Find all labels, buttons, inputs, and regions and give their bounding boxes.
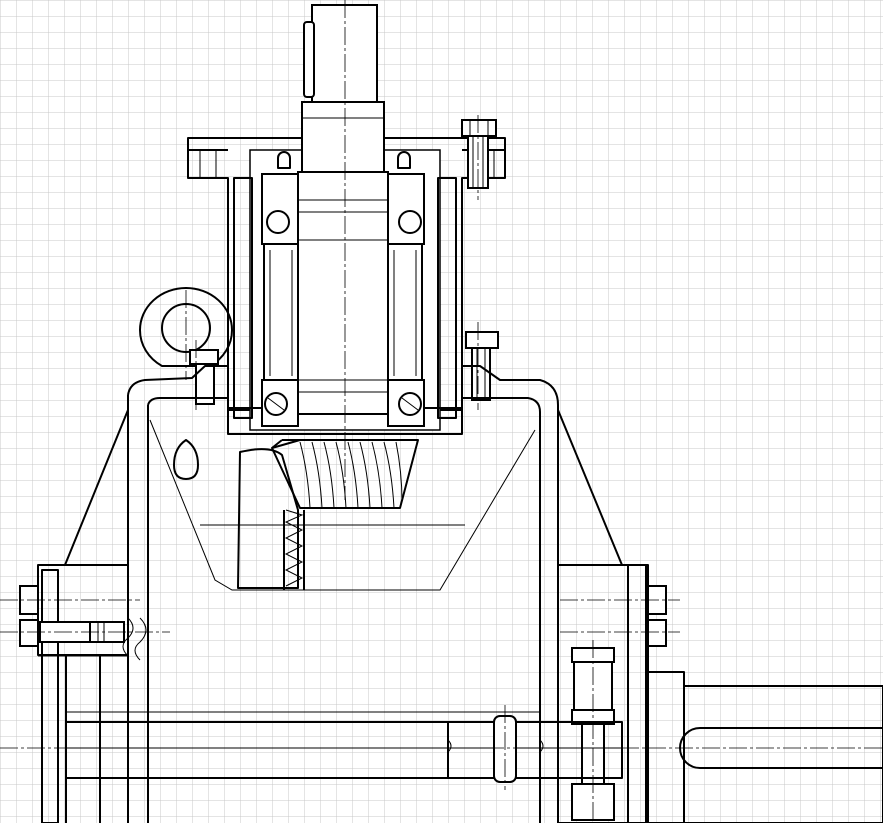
bevel-pinion-gear[interactable] <box>271 439 419 509</box>
output-gear-section[interactable] <box>237 448 305 590</box>
housing-bolt-right[interactable] <box>465 331 499 401</box>
bearings[interactable] <box>261 151 425 427</box>
gearbox-casing[interactable] <box>64 365 623 823</box>
motor-housing[interactable] <box>645 671 883 823</box>
input-shaft[interactable] <box>297 4 389 415</box>
flange-bolt-right[interactable] <box>461 119 497 189</box>
